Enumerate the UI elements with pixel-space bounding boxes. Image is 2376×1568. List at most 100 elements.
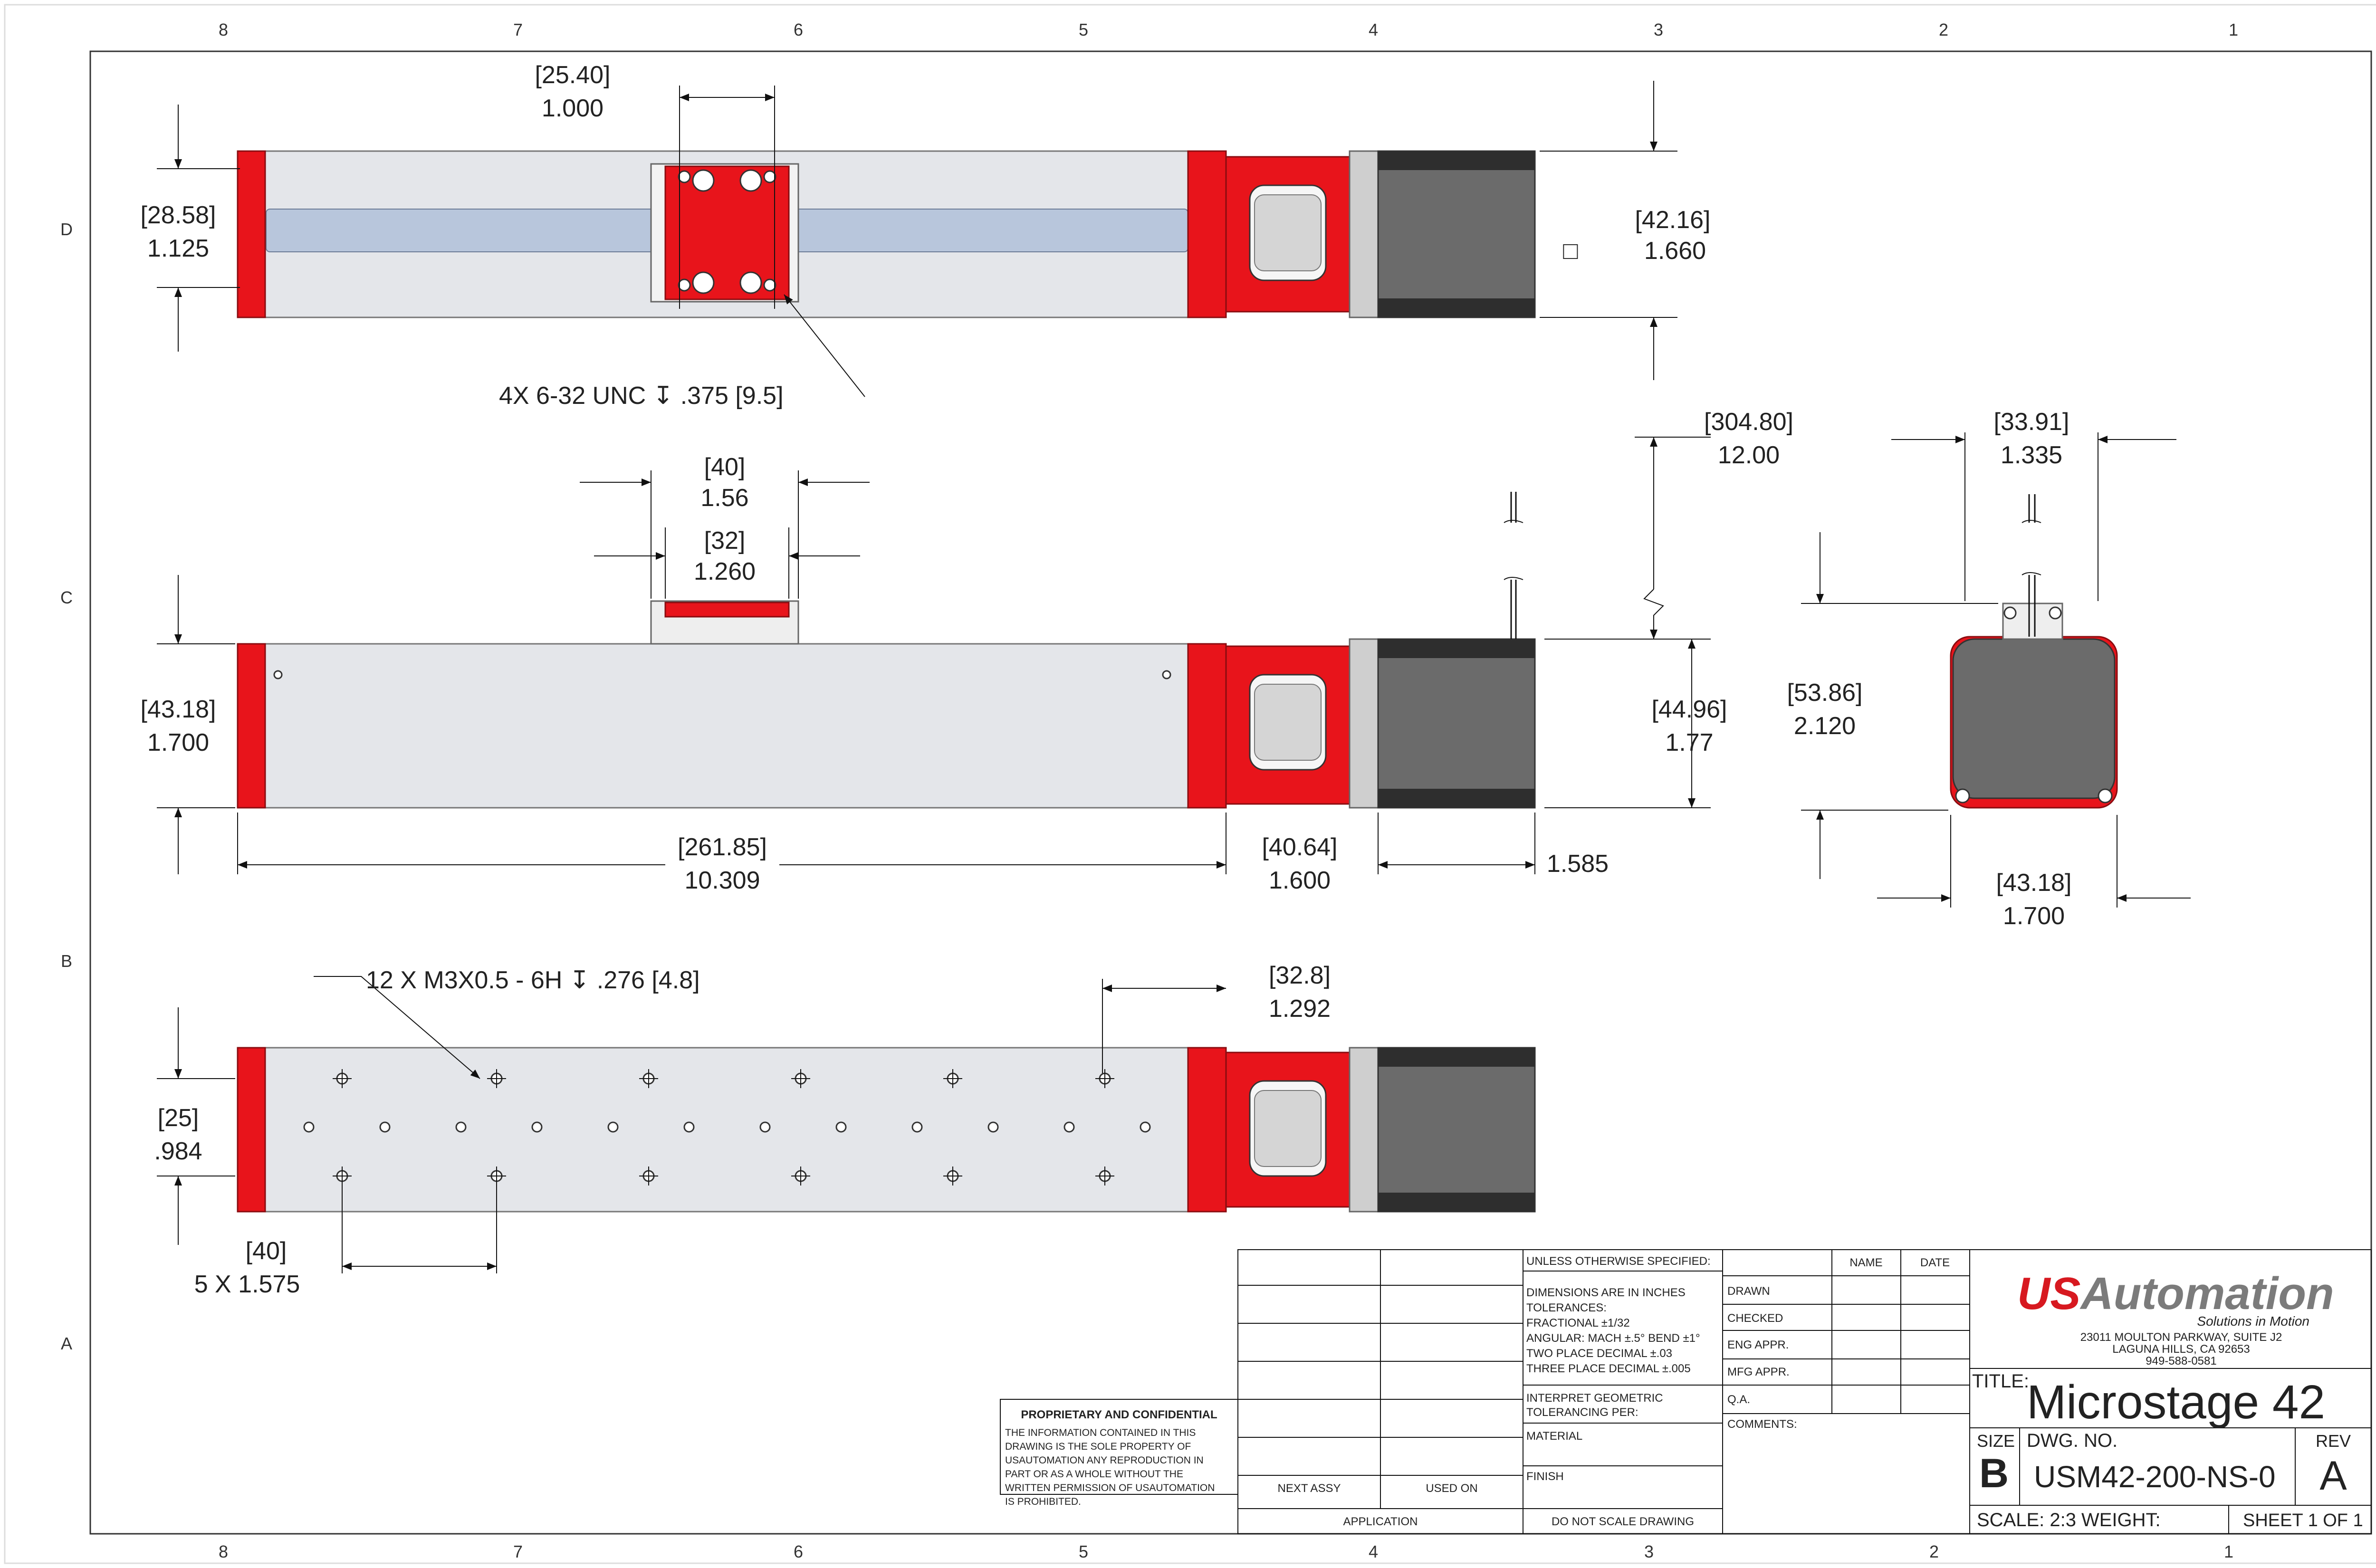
tapped-hole-crosshair — [1095, 1069, 1114, 1088]
end-view-cable-break — [2022, 520, 2041, 523]
side-view-left-end-cap — [237, 643, 266, 809]
size-value: B — [1979, 1451, 2009, 1496]
bottom-view-metric-callout: 12 X M3X0.5 - 6H ↧ .276 [4.8] — [366, 966, 700, 994]
zone-col-8-bottom: 8 — [219, 1542, 228, 1561]
side-view-cable-mm: [304.80] — [1704, 408, 1793, 436]
name-header: NAME — [1849, 1256, 1882, 1269]
side-view-coupler-mm: [40.64] — [1262, 833, 1337, 861]
top-view-bolt-head — [692, 169, 715, 192]
logo-us: US — [2017, 1268, 2080, 1319]
proprietary-line: IS PROHIBITED. — [1005, 1496, 1081, 1507]
spec-line: FRACTIONAL ±1/32 — [1526, 1317, 1630, 1329]
zone-labels-left: D C B A — [60, 220, 73, 1353]
proprietary-line: WRITTEN PERMISSION OF USAUTOMATION — [1005, 1482, 1215, 1493]
end-view-base-width-mm: [43.18] — [1996, 869, 2071, 897]
top-view-callout-leader — [784, 294, 865, 397]
end-view-screw — [2003, 606, 2017, 620]
zone-col-5: 5 — [1079, 20, 1088, 39]
top-view-mount-hole — [763, 278, 776, 292]
through-hole — [835, 1121, 847, 1133]
tapped-hole-crosshair — [943, 1069, 962, 1088]
top-view-bolt-head — [692, 271, 715, 294]
zone-row-c: C — [60, 588, 73, 607]
side-view-body-length-mm: [261.85] — [678, 833, 767, 861]
spec-line: TOLERANCES: — [1526, 1301, 1607, 1314]
bottom-view-motor-flange — [1349, 1047, 1379, 1213]
zone-col-7: 7 — [513, 20, 523, 39]
bottom-view-motor-cap-bottom — [1378, 1193, 1535, 1212]
tapped-hole-crosshair — [333, 1166, 352, 1186]
interpret-label: INTERPRET GEOMETRIC — [1526, 1392, 1663, 1405]
proprietary-heading: PROPRIETARY AND CONFIDENTIAL — [1021, 1408, 1217, 1421]
end-view-total-height-in: 2.120 — [1794, 712, 1856, 740]
top-view-mount-hole — [763, 170, 776, 183]
zone-col-1-bottom: 1 — [2224, 1542, 2233, 1561]
top-view-motor-mm: [42.16] — [1635, 206, 1710, 234]
end-view-total-height-mm: [53.86] — [1787, 679, 1862, 707]
role-eng-appr: ENG APPR. — [1727, 1339, 1789, 1351]
side-view-cable-dim-break — [1643, 589, 1664, 639]
spec-line: DIMENSIONS ARE IN INCHES — [1526, 1286, 1686, 1299]
side-view-motor-height-in: 1.77 — [1665, 729, 1713, 756]
drawing-title: Microstage 42 — [2027, 1376, 2325, 1429]
end-view-screw — [2098, 788, 2113, 803]
bottom-view-end-dim-in: 1.292 — [1269, 995, 1331, 1023]
side-view-body-length-in: 10.309 — [684, 867, 760, 894]
bottom-view-end-dim-mm: [32.8] — [1269, 962, 1331, 989]
through-hole — [683, 1121, 695, 1133]
side-view-hole — [273, 670, 283, 679]
zone-col-6-bottom: 6 — [794, 1542, 803, 1561]
proprietary-notice: PROPRIETARY AND CONFIDENTIAL THE INFORMA… — [1000, 1399, 1238, 1507]
comments-label: COMMENTS: — [1727, 1418, 1797, 1431]
title-label: TITLE: — [1972, 1371, 2029, 1392]
zone-labels-top: 8 7 6 5 4 3 2 1 — [219, 20, 2238, 39]
sheet-label: SHEET 1 OF 1 — [2243, 1511, 2363, 1530]
end-view-cable-break — [2022, 572, 2041, 575]
top-view-carriage-width-in: 1.000 — [542, 95, 604, 122]
end-view-motor — [1952, 638, 2116, 799]
do-not-scale-label: DO NOT SCALE DRAWING — [1552, 1515, 1694, 1528]
logo-automation: Automation — [2079, 1268, 2334, 1319]
top-view-carriage-width-mm: [25.40] — [535, 61, 610, 89]
end-view-base-width-in: 1.700 — [2003, 902, 2065, 930]
tapped-hole-crosshair — [1095, 1166, 1114, 1186]
bottom-view-pitch-in: 5 X 1.575 — [194, 1271, 300, 1298]
tapped-hole-crosshair — [639, 1166, 658, 1186]
end-view-screw — [2049, 606, 2062, 620]
through-hole — [911, 1121, 923, 1133]
application-label: APPLICATION — [1343, 1515, 1418, 1528]
bottom-view: 12 X M3X0.5 - 6H ↧ .276 [4.8] [32.8] 1.2… — [154, 962, 1536, 1298]
through-hole — [379, 1121, 391, 1133]
next-assy-label: NEXT ASSY — [1278, 1482, 1341, 1495]
side-view-motor-flange — [1349, 638, 1379, 809]
proprietary-line: PART OR AS A WHOLE WITHOUT THE — [1005, 1469, 1183, 1480]
through-hole — [455, 1121, 467, 1133]
zone-col-4: 4 — [1369, 20, 1378, 39]
top-view-motor-flange — [1349, 150, 1379, 318]
tapped-hole-crosshair — [791, 1069, 810, 1088]
side-view-motor-length-in: 1.585 — [1547, 850, 1609, 878]
through-hole — [987, 1121, 999, 1133]
dwg-no-label: DWG. NO. — [2027, 1430, 2117, 1451]
outer-border — [4, 4, 2376, 1564]
top-view-motor-mount-left — [1187, 150, 1227, 318]
bottom-view-rail-body — [237, 1047, 1189, 1213]
tapped-hole-crosshair — [791, 1166, 810, 1186]
zone-row-b: B — [61, 951, 72, 971]
interpret-label: TOLERANCING PER: — [1526, 1406, 1638, 1419]
zone-col-5-bottom: 5 — [1079, 1542, 1088, 1561]
company-block — [1969, 1249, 2372, 1534]
top-view-motor-cap-top — [1378, 151, 1535, 170]
role-drawn: DRAWN — [1727, 1285, 1770, 1298]
side-view-cable-in: 12.00 — [1718, 441, 1780, 469]
material-label: MATERIAL — [1526, 1430, 1582, 1443]
side-view-hole — [1162, 670, 1171, 679]
company-phone: 949-588-0581 — [2146, 1355, 2216, 1367]
finish-label: FINISH — [1526, 1470, 1564, 1483]
top-view-mount-hole — [678, 170, 691, 183]
bottom-view-pitch-mm: [40] — [246, 1237, 287, 1265]
spec-line: ANGULAR: MACH ±.5° BEND ±1° — [1526, 1332, 1700, 1345]
side-view-motor-mount — [1187, 643, 1227, 809]
top-view-thread-callout: 4X 6-32 UNC ↧ .375 [9.5] — [499, 382, 784, 410]
spec-line: THREE PLACE DECIMAL ±.005 — [1526, 1362, 1691, 1375]
